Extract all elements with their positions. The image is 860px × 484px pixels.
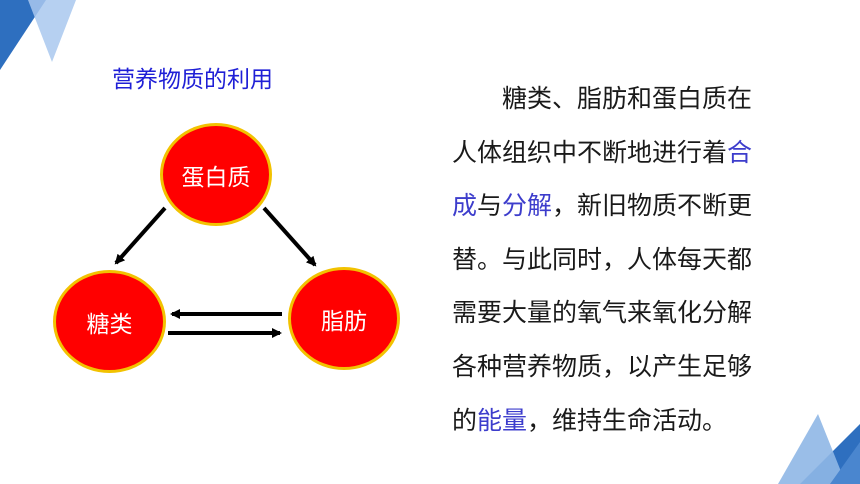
para-line-7: 的能量，维持生命活动。 [452,394,802,448]
highlight-text: 能量 [477,405,528,435]
highlight-text: 分解 [502,191,553,221]
para-text: 人体组织中不断地进行着 [452,137,728,167]
highlight-text: 合 [727,137,753,167]
arrow-protein-to-fat [262,206,317,267]
para-text: ，新旧物质不断更 [552,191,753,221]
node-protein: 蛋白质 [160,123,272,226]
para-line-6: 各种营养物质，以产生足够 [452,351,753,381]
para-line-3: 成与分解，新旧物质不断更 [452,179,802,233]
corner-decoration-top-left [0,0,76,70]
para-line-4: 替。与此同时，人体每天都 [452,244,753,274]
node-fat: 脂肪 [288,267,400,370]
para-line-5: 需要大量的氧气来氧化分解 [452,298,753,328]
node-sugar: 糖类 [53,270,166,373]
node-protein-label: 蛋白质 [181,164,251,191]
para-line-2: 人体组织中不断地进行着合 [452,126,802,180]
para-text: ，维持生命活动。 [527,405,728,435]
corner-decoration-bottom-right [778,414,860,484]
para-text: 与 [477,191,503,221]
node-fat-label: 脂肪 [321,308,367,335]
highlight-text: 成 [452,191,478,221]
node-sugar-label: 糖类 [86,311,133,338]
para-line-1: 糖类、脂肪和蛋白质在 [502,84,753,113]
diagram-title: 营养物质的利用 [112,67,273,93]
para-text: 的 [452,405,478,435]
arrow-protein-to-sugar [114,206,167,265]
description-paragraph: 糖类、脂肪和蛋白质在 人体组织中不断地进行着合 成与分解，新旧物质不断更 替。与… [452,72,802,447]
